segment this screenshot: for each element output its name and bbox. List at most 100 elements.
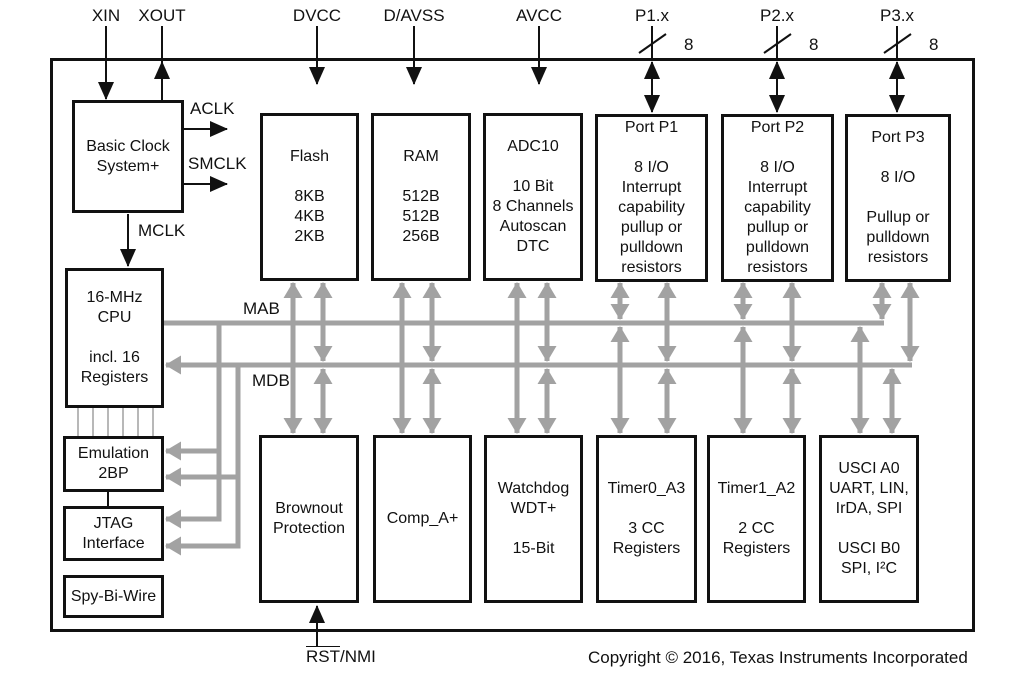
pin-label-avcc: AVCC [516,6,562,25]
block-emulation: Emulation 2BP [63,436,164,492]
block-text: Port P1 [624,119,679,136]
nmi-suffix: /NMI [340,647,376,666]
block-text: 2BP [98,465,129,482]
pin-label-p2x: P2.x [759,6,795,25]
bus-width-label-p3: 8 [929,35,939,54]
block-text: resistors [867,249,929,266]
block-text: 8 I/O [880,169,916,186]
clock-label-aclk: ACLK [190,99,235,118]
block-text: CPU [97,309,132,326]
block-text: Timer0_A3 [607,480,686,497]
block-text: RAM [403,148,439,165]
block-adc10: ADC10 10 Bit 8 Channels Autoscan DTC [483,113,583,281]
block-comp-a: Comp_A+ [373,435,472,603]
block-text: SPI, I²C [840,560,897,577]
block-text: 512B [402,208,440,225]
block-text: USCI A0 [838,460,900,477]
block-text: Comp_A+ [386,510,459,527]
block-text: 2 CC [738,520,775,537]
block-text: resistors [747,259,808,276]
block-text: Interrupt [747,179,808,196]
block-text: pulldown [745,239,810,256]
block-text: Registers [80,369,149,386]
block-spy-bi-wire: Spy-Bi-Wire [63,575,164,618]
block-text: Port P2 [750,119,805,136]
block-text: pullup or [746,219,809,236]
block-text: Brownout [275,500,343,517]
pin-label-rst-nmi: RST/NMI [306,647,376,667]
pin-label-davss: D/AVSS [383,6,445,25]
block-text: Registers [612,540,681,557]
block-text: pulldown [619,239,684,256]
block-text: Pullup or [866,209,930,226]
block-text: DTC [516,238,550,255]
device-outline [50,58,975,632]
block-text: UART, LIN, [829,480,909,497]
block-text: 512B [402,188,440,205]
block-text: resistors [621,259,682,276]
block-text: Interface [82,534,145,552]
bus-width-label-p1: 8 [684,35,694,54]
block-text: incl. 16 [89,349,140,366]
block-text: 8KB [294,188,325,205]
block-text: IrDA, SPI [835,500,903,517]
block-text: 8 I/O [760,159,795,176]
block-timer1: Timer1_A2 2 CC Registers [707,435,806,603]
block-text: ADC10 [507,138,559,155]
block-text: 256B [402,228,440,245]
block-text: 2KB [294,228,325,245]
p1-bus-slash [638,33,667,54]
pin-label-xout: XOUT [138,6,186,25]
block-text: Emulation [77,445,150,462]
block-text: 16-MHz [86,289,143,306]
block-text: pullup or [620,219,683,236]
p3-bus-slash [883,33,912,54]
pin-label-dvcc: DVCC [292,6,342,25]
p2-bus-slash [763,33,792,54]
block-text: WDT+ [510,500,557,517]
block-usci: USCI A0 UART, LIN, IrDA, SPI USCI B0 SPI… [819,435,919,603]
block-text: 4KB [294,208,325,225]
block-text: capability [744,199,811,216]
block-text: Registers [722,540,791,557]
block-text: Basic Clock [86,137,170,155]
block-text: Flash [289,148,330,165]
block-jtag: JTAG Interface [63,506,164,561]
block-text: 15-Bit [512,540,555,557]
clock-label-smclk: SMCLK [188,154,247,173]
block-text: Spy-Bi-Wire [70,587,157,605]
block-text: Protection [272,520,346,537]
block-text: Interrupt [621,179,682,196]
block-text: Autoscan [499,218,567,235]
copyright-text: Copyright © 2016, Texas Instruments Inco… [588,648,968,667]
rst-overlined: RST [306,647,340,666]
block-text: Watchdog [497,480,570,497]
block-basic-clock: Basic Clock System+ [72,100,184,213]
pin-label-p3x: P3.x [879,6,915,25]
block-timer0: Timer0_A3 3 CC Registers [596,435,697,603]
pin-label-p1x: P1.x [634,6,670,25]
block-port-p3: Port P3 8 I/O Pullup or pulldown resisto… [845,114,951,282]
bus-width-label-p2: 8 [809,35,819,54]
block-text: capability [618,199,685,216]
block-text: USCI B0 [837,540,901,557]
clock-label-mclk: MCLK [138,221,186,240]
bus-label-mdb: MDB [252,371,290,390]
block-text: 3 CC [628,520,665,537]
block-text: 8 Channels [492,198,574,215]
block-text: Timer1_A2 [717,480,796,497]
block-flash: Flash 8KB 4KB 2KB [260,113,359,281]
block-watchdog: Watchdog WDT+ 15-Bit [484,435,583,603]
block-text: JTAG [93,514,134,532]
block-cpu: 16-MHz CPU incl. 16 Registers [65,268,164,408]
block-port-p2: Port P2 8 I/O Interrupt capability pullu… [721,114,834,282]
block-text: 8 I/O [634,159,669,176]
block-text: System+ [96,157,160,175]
block-brownout: Brownout Protection [259,435,359,603]
block-text: 10 Bit [512,178,554,195]
pin-label-xin: XIN [91,6,121,25]
bus-label-mab: MAB [243,299,280,318]
block-port-p1: Port P1 8 I/O Interrupt capability pullu… [595,114,708,282]
block-ram: RAM 512B 512B 256B [371,113,471,281]
